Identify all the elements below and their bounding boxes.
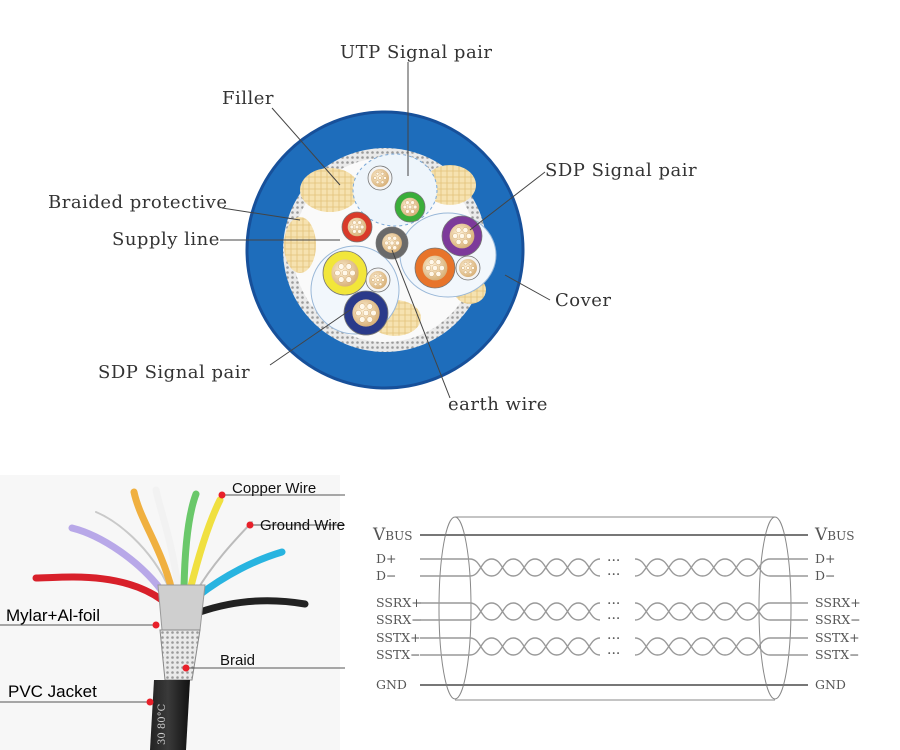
svg-text:···: ··· (607, 646, 620, 662)
signal-label-gnd-right: GND (815, 677, 846, 692)
signal-label-sstx-minus-left: SSTX− (376, 647, 421, 662)
cylinder-right-end (758, 516, 792, 700)
label-braided-protective: Braided protective (48, 192, 227, 213)
vbus-label-left: VBUS (372, 525, 412, 545)
signal-label-ssrx-plus-right: SSRX+ (815, 595, 861, 610)
signal-label-d-minus-left: D− (376, 568, 397, 583)
label-cover: Cover (555, 290, 612, 311)
svg-text:···: ··· (607, 596, 620, 612)
cross-section-labels: UTP Signal pair Filler SDP Signal pair B… (48, 42, 697, 415)
svg-text:···: ··· (607, 567, 620, 583)
signal-diagram: VBUS VBUS D+ D− SSRX+ SSRX− SSTX+ SSTX− … (372, 516, 861, 701)
yellow-core (322, 250, 368, 296)
signal-labels-right: D+ D− SSRX+ SSRX− SSTX+ SSTX− GND (815, 551, 861, 692)
orange-core (414, 247, 456, 289)
label-earth-wire: earth wire (448, 394, 548, 415)
vbus-label-right: VBUS (814, 525, 854, 545)
cable-photo: 30 80°C Copper Wire Ground Wire Mylar+Al… (0, 475, 345, 750)
red-supply-core (341, 211, 373, 243)
cable-cross-section (245, 110, 525, 390)
jacket-print: 30 80°C (157, 703, 168, 745)
mylar-foil-shield (157, 584, 206, 631)
signal-labels-left: D+ D− SSRX+ SSRX− SSTX+ SSTX− GND (376, 551, 422, 692)
ssrx-pair (420, 602, 808, 621)
signal-label-d-plus-right: D+ (815, 551, 836, 566)
twisted-pairs (420, 558, 808, 656)
navy-core (343, 290, 389, 336)
photo-callout-lines (0, 494, 345, 703)
ellipsis-markers: ··· ··· ··· ··· ··· ··· (607, 553, 620, 662)
white-utp-core (367, 165, 393, 191)
signal-label-d-plus-left: D+ (376, 551, 397, 566)
label-filler: Filler (222, 88, 274, 109)
drain-core-left (365, 267, 391, 293)
signal-label-gnd-left: GND (376, 677, 407, 692)
cylinder-left-end (438, 516, 472, 700)
svg-text:···: ··· (607, 553, 620, 569)
signal-label-d-minus-right: D− (815, 568, 836, 583)
signal-label-ssrx-plus-left: SSRX+ (376, 595, 422, 610)
label-sdp-signal-pair-right: SDP Signal pair (545, 160, 697, 181)
drain-core-right (455, 255, 481, 281)
svg-text:···: ··· (607, 631, 620, 647)
leader-lines (220, 62, 551, 399)
gray-earth-core (375, 226, 409, 260)
d-pair (420, 558, 808, 577)
signal-label-sstx-plus-right: SSTX+ (815, 630, 860, 645)
label-copper-wire: Copper Wire (232, 480, 316, 497)
signal-label-ssrx-minus-left: SSRX− (376, 612, 422, 627)
photo-callout-dots (146, 491, 254, 706)
pvc-jacket (150, 680, 190, 750)
label-mylar-al-foil: Mylar+Al-foil (6, 606, 100, 625)
conductor-cores (322, 165, 483, 336)
svg-text:···: ··· (607, 611, 620, 627)
label-pvc-jacket: PVC Jacket (8, 682, 97, 701)
signal-label-sstx-minus-right: SSTX− (815, 647, 860, 662)
sstx-pair (420, 637, 808, 656)
label-braid: Braid (220, 652, 255, 669)
signal-label-sstx-plus-left: SSTX+ (376, 630, 421, 645)
label-supply-line: Supply line (112, 229, 220, 250)
green-core (394, 191, 426, 223)
purple-core (441, 215, 483, 257)
label-sdp-signal-pair-left: SDP Signal pair (98, 362, 250, 383)
signal-label-ssrx-minus-right: SSRX− (815, 612, 861, 627)
label-ground-wire: Ground Wire (260, 517, 345, 534)
label-utp-signal-pair: UTP Signal pair (340, 42, 493, 63)
